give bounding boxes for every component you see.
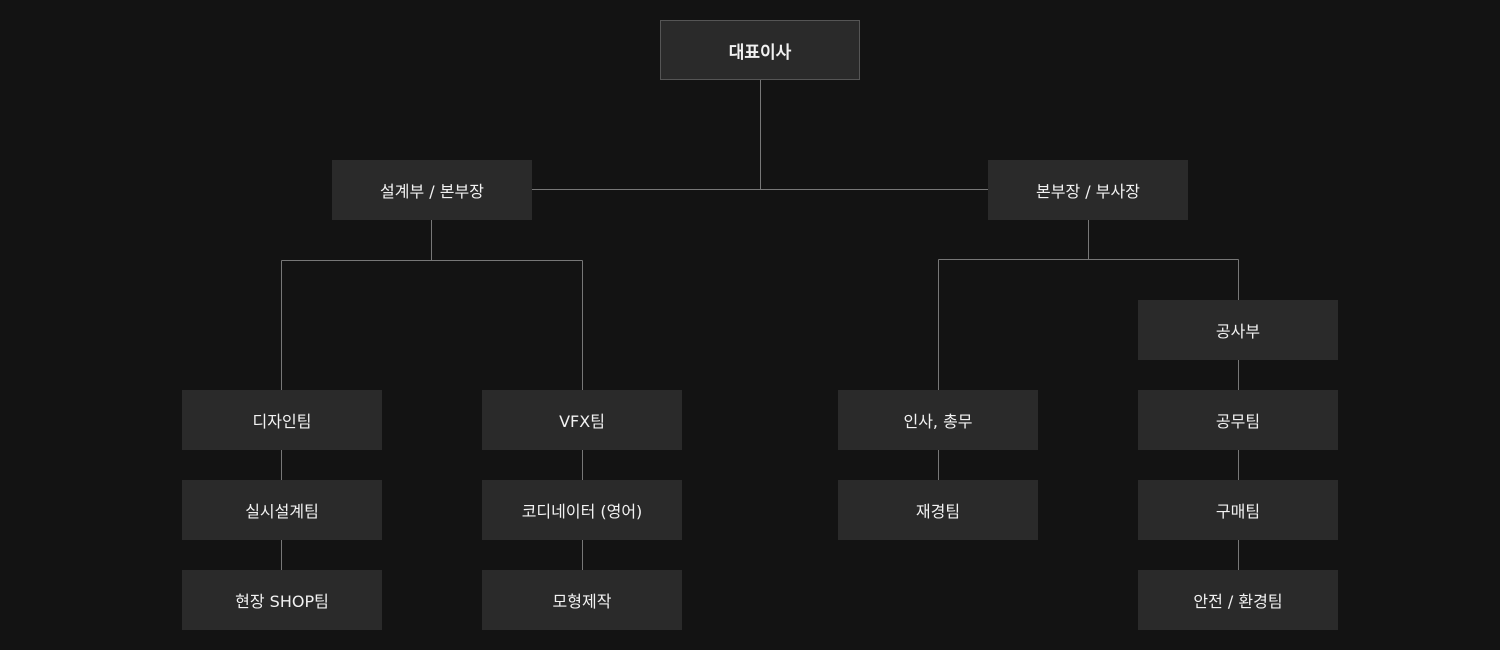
node-shop-team: 현장 SHOP팀 <box>182 570 382 630</box>
node-exec-design-team: 실시설계팀 <box>182 480 382 540</box>
node-construction-dept: 공사부 <box>1138 300 1338 360</box>
node-vfx-team: VFX팀 <box>482 390 682 450</box>
node-safety-env-team: 안전 / 환경팀 <box>1138 570 1338 630</box>
node-model-making: 모형제작 <box>482 570 682 630</box>
node-left-head: 설계부 / 본부장 <box>332 160 532 220</box>
node-design-team: 디자인팀 <box>182 390 382 450</box>
node-coordinator: 코디네이터 (영어) <box>482 480 682 540</box>
node-works-team: 공무팀 <box>1138 390 1338 450</box>
node-hr-general: 인사, 총무 <box>838 390 1038 450</box>
node-purchasing-team: 구매팀 <box>1138 480 1338 540</box>
node-finance-team: 재경팀 <box>838 480 1038 540</box>
node-right-head: 본부장 / 부사장 <box>988 160 1188 220</box>
node-ceo: 대표이사 <box>660 20 860 80</box>
